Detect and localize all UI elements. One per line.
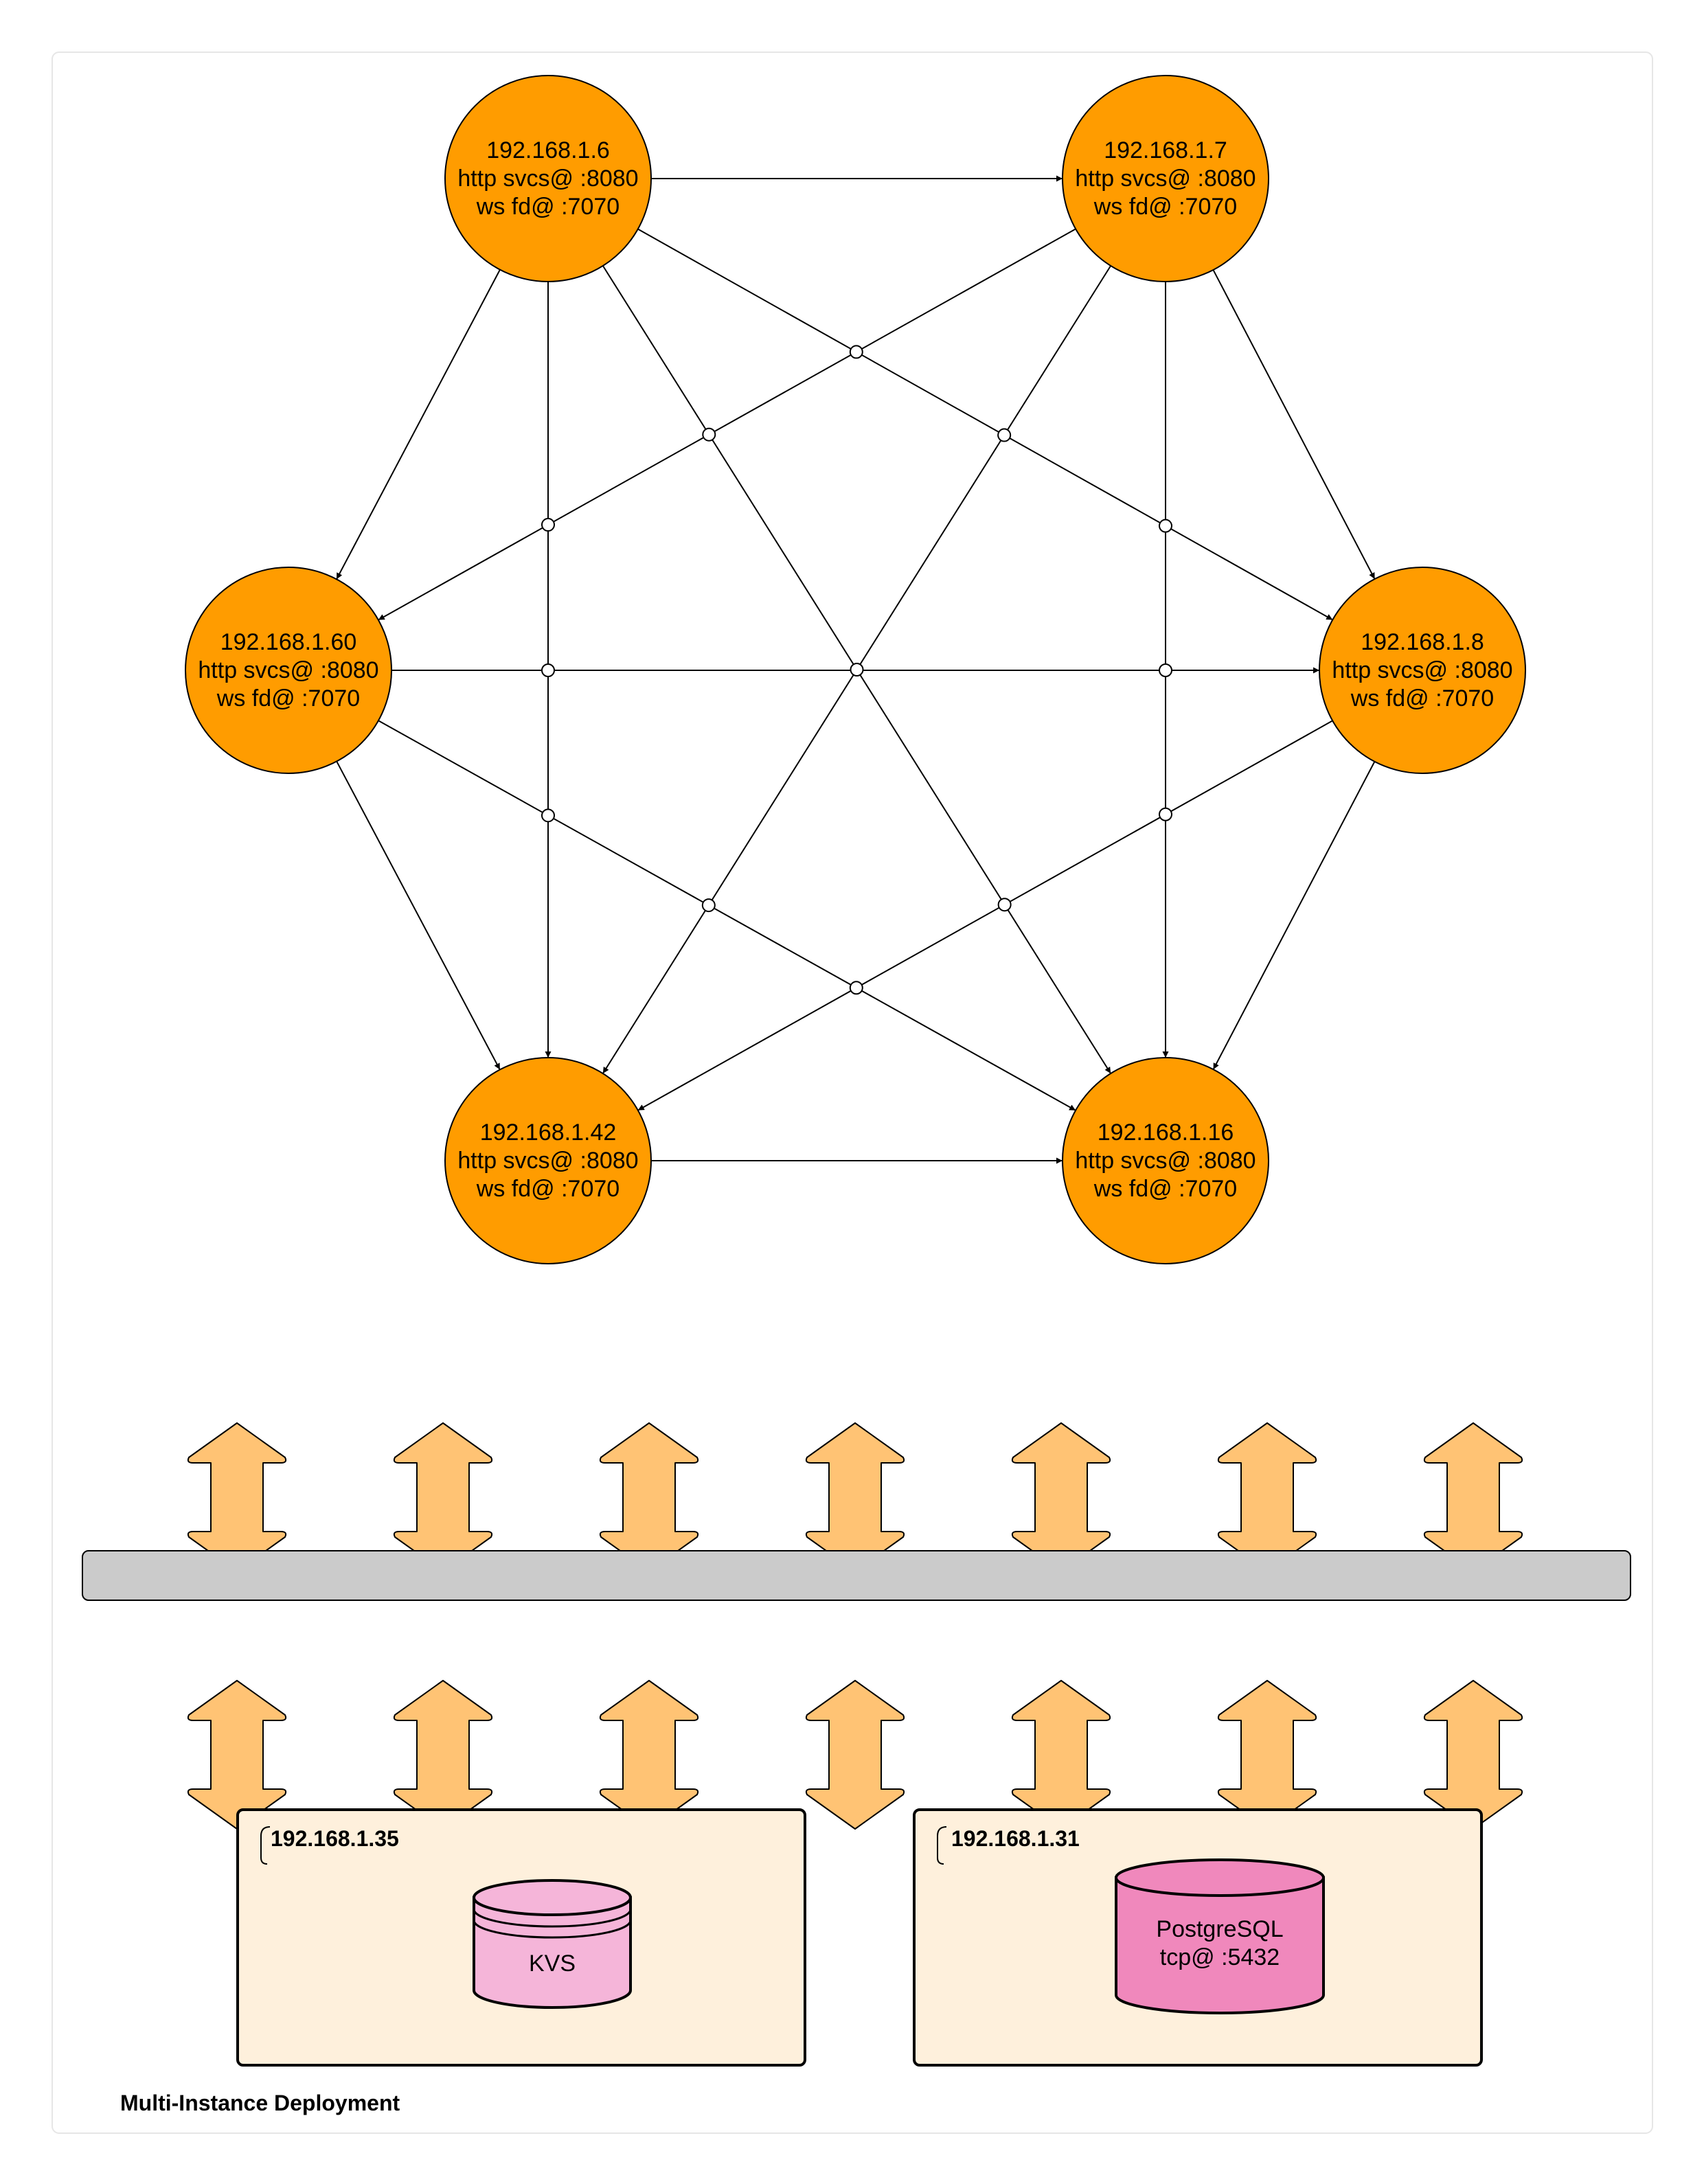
node-http-service: http svcs@ :8080 [198,657,378,683]
node-ws-service: ws fd@ :7070 [216,685,360,712]
line-crossings [541,345,1172,995]
node-ip: 192.168.1.7 [1104,137,1227,163]
instance-node-192-168-1-8[interactable]: 192.168.1.8 http svcs@ :8080 ws fd@ :707… [1319,567,1526,774]
mesh-link-n2-n4 [1207,262,1376,580]
double-headed-vertical-arrow-icon [805,1680,905,1830]
host-box-192-168-1-31[interactable]: 192.168.1.31 PostgreSQL tcp@ :5432 [913,1808,1483,2067]
upper-arrow-row [187,1422,1523,1572]
node-http-service: http svcs@ :8080 [457,166,638,192]
node-http-service: http svcs@ :8080 [1332,657,1512,683]
node-ip: 192.168.1.8 [1361,629,1484,655]
instance-node-192-168-1-16[interactable]: 192.168.1.16 http svcs@ :8080 ws fd@ :70… [1062,1057,1269,1264]
line-hop-marker [1159,519,1172,533]
line-hop-marker [849,345,863,359]
line-hop-marker [849,981,863,995]
node-ws-service: ws fd@ :7070 [1093,194,1237,220]
instance-node-192-168-1-60[interactable]: 192.168.1.60 http svcs@ :8080 ws fd@ :70… [185,567,392,774]
lower-arrow-row [187,1680,1523,1830]
host-bracket-icon [937,1826,947,1865]
mesh-link-n4-n6 [1212,754,1381,1070]
line-hop-marker [997,428,1012,442]
line-hop-marker [541,518,555,532]
database-cylinder-icon [1115,1858,1325,2014]
store-label: KVS [529,1950,576,1977]
node-ip: 192.168.1.16 [1098,1119,1234,1146]
host-bracket-icon [260,1826,271,1865]
host-box-192-168-1-35[interactable]: 192.168.1.35 KVS [236,1808,806,2067]
host-label: 192.168.1.31 [951,1826,1080,1851]
node-ip: 192.168.1.6 [486,137,610,163]
line-hop-marker [702,427,716,442]
host-label: 192.168.1.35 [271,1826,399,1851]
node-ws-service: ws fd@ :7070 [1350,685,1494,712]
node-ip: 192.168.1.60 [220,629,357,655]
node-http-service: http svcs@ :8080 [1075,1148,1256,1174]
instance-node-192-168-1-6[interactable]: 192.168.1.6 http svcs@ :8080 ws fd@ :707… [444,75,652,282]
line-hop-marker [1159,663,1172,677]
line-hop-marker [850,663,864,676]
node-ws-service: ws fd@ :7070 [476,194,620,220]
node-ip: 192.168.1.42 [480,1119,617,1146]
line-hop-marker [541,663,555,677]
node-ws-service: ws fd@ :7070 [476,1176,620,1202]
network-bus-bar [82,1550,1631,1601]
line-hop-marker [541,808,555,823]
instance-nodes: 192.168.1.6 http svcs@ :8080 ws fd@ :707… [185,75,1526,1264]
database-stack-icon [473,1879,632,2009]
instance-node-192-168-1-42[interactable]: 192.168.1.42 http svcs@ :8080 ws fd@ :70… [444,1057,652,1264]
node-ws-service: ws fd@ :7070 [1093,1176,1237,1202]
instance-node-192-168-1-7[interactable]: 192.168.1.7 http svcs@ :8080 ws fd@ :707… [1062,75,1269,282]
diagram-caption: Multi-Instance Deployment [120,2091,400,2115]
node-http-service: http svcs@ :8080 [1075,166,1256,192]
store-label: PostgreSQL [1156,1916,1283,1942]
line-hop-marker [997,898,1012,912]
line-hop-marker [1159,807,1172,821]
line-hop-marker [701,898,716,913]
node-http-service: http svcs@ :8080 [457,1148,638,1174]
store-port: tcp@ :5432 [1160,1944,1280,1970]
